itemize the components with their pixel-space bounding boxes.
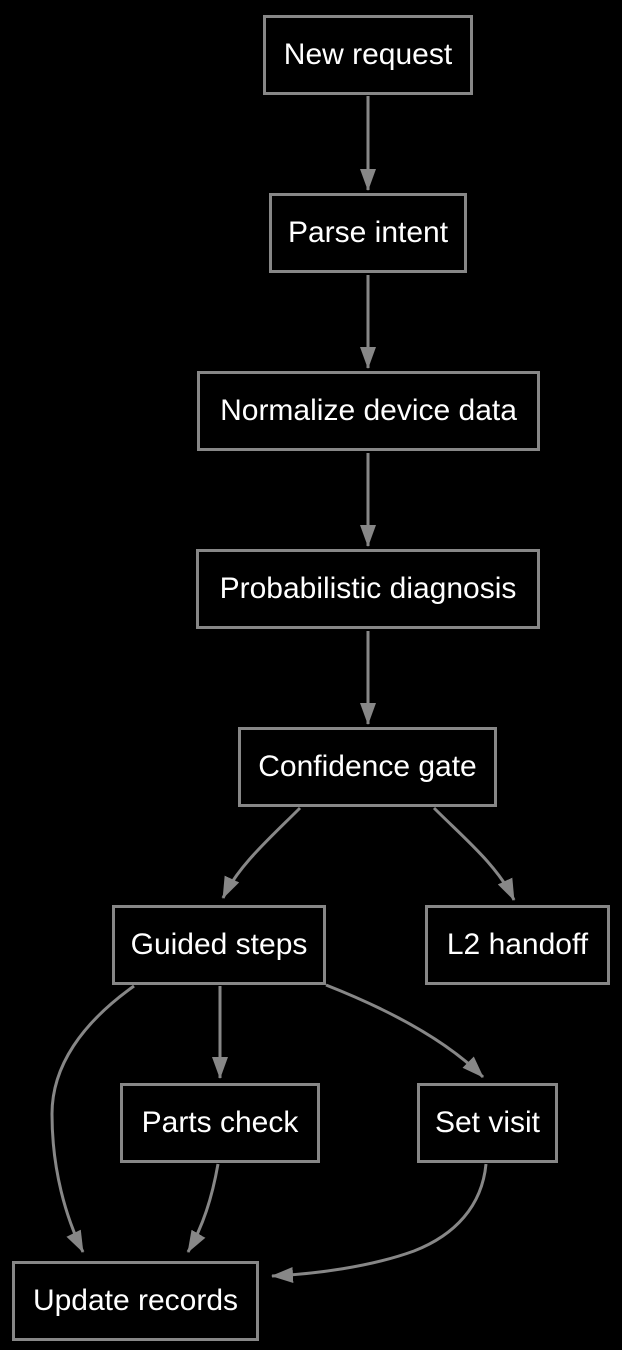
node-probabilistic-diagnosis: Probabilistic diagnosis [196,549,540,629]
edge-set-visit-to-update-records [271,1163,488,1284]
node-parts-check: Parts check [120,1083,320,1163]
node-update-records: Update records [12,1261,259,1341]
node-normalize-device-data: Normalize device data [197,371,540,451]
node-new-request: New request [263,15,473,95]
edge-guided-steps-to-set-visit [325,983,485,1079]
node-confidence-gate: Confidence gate [238,727,497,807]
node-guided-steps: Guided steps [112,905,326,985]
edge-parts-check-to-update-records [186,1163,220,1253]
edge-guided-steps-to-update-records [50,984,135,1253]
edge-confidence-gate-to-l2-handoff [432,806,516,901]
node-l2-handoff: L2 handoff [425,905,610,985]
node-set-visit: Set visit [417,1083,558,1163]
node-parse-intent: Parse intent [269,193,467,273]
edge-confidence-gate-to-guided-steps [221,806,302,899]
